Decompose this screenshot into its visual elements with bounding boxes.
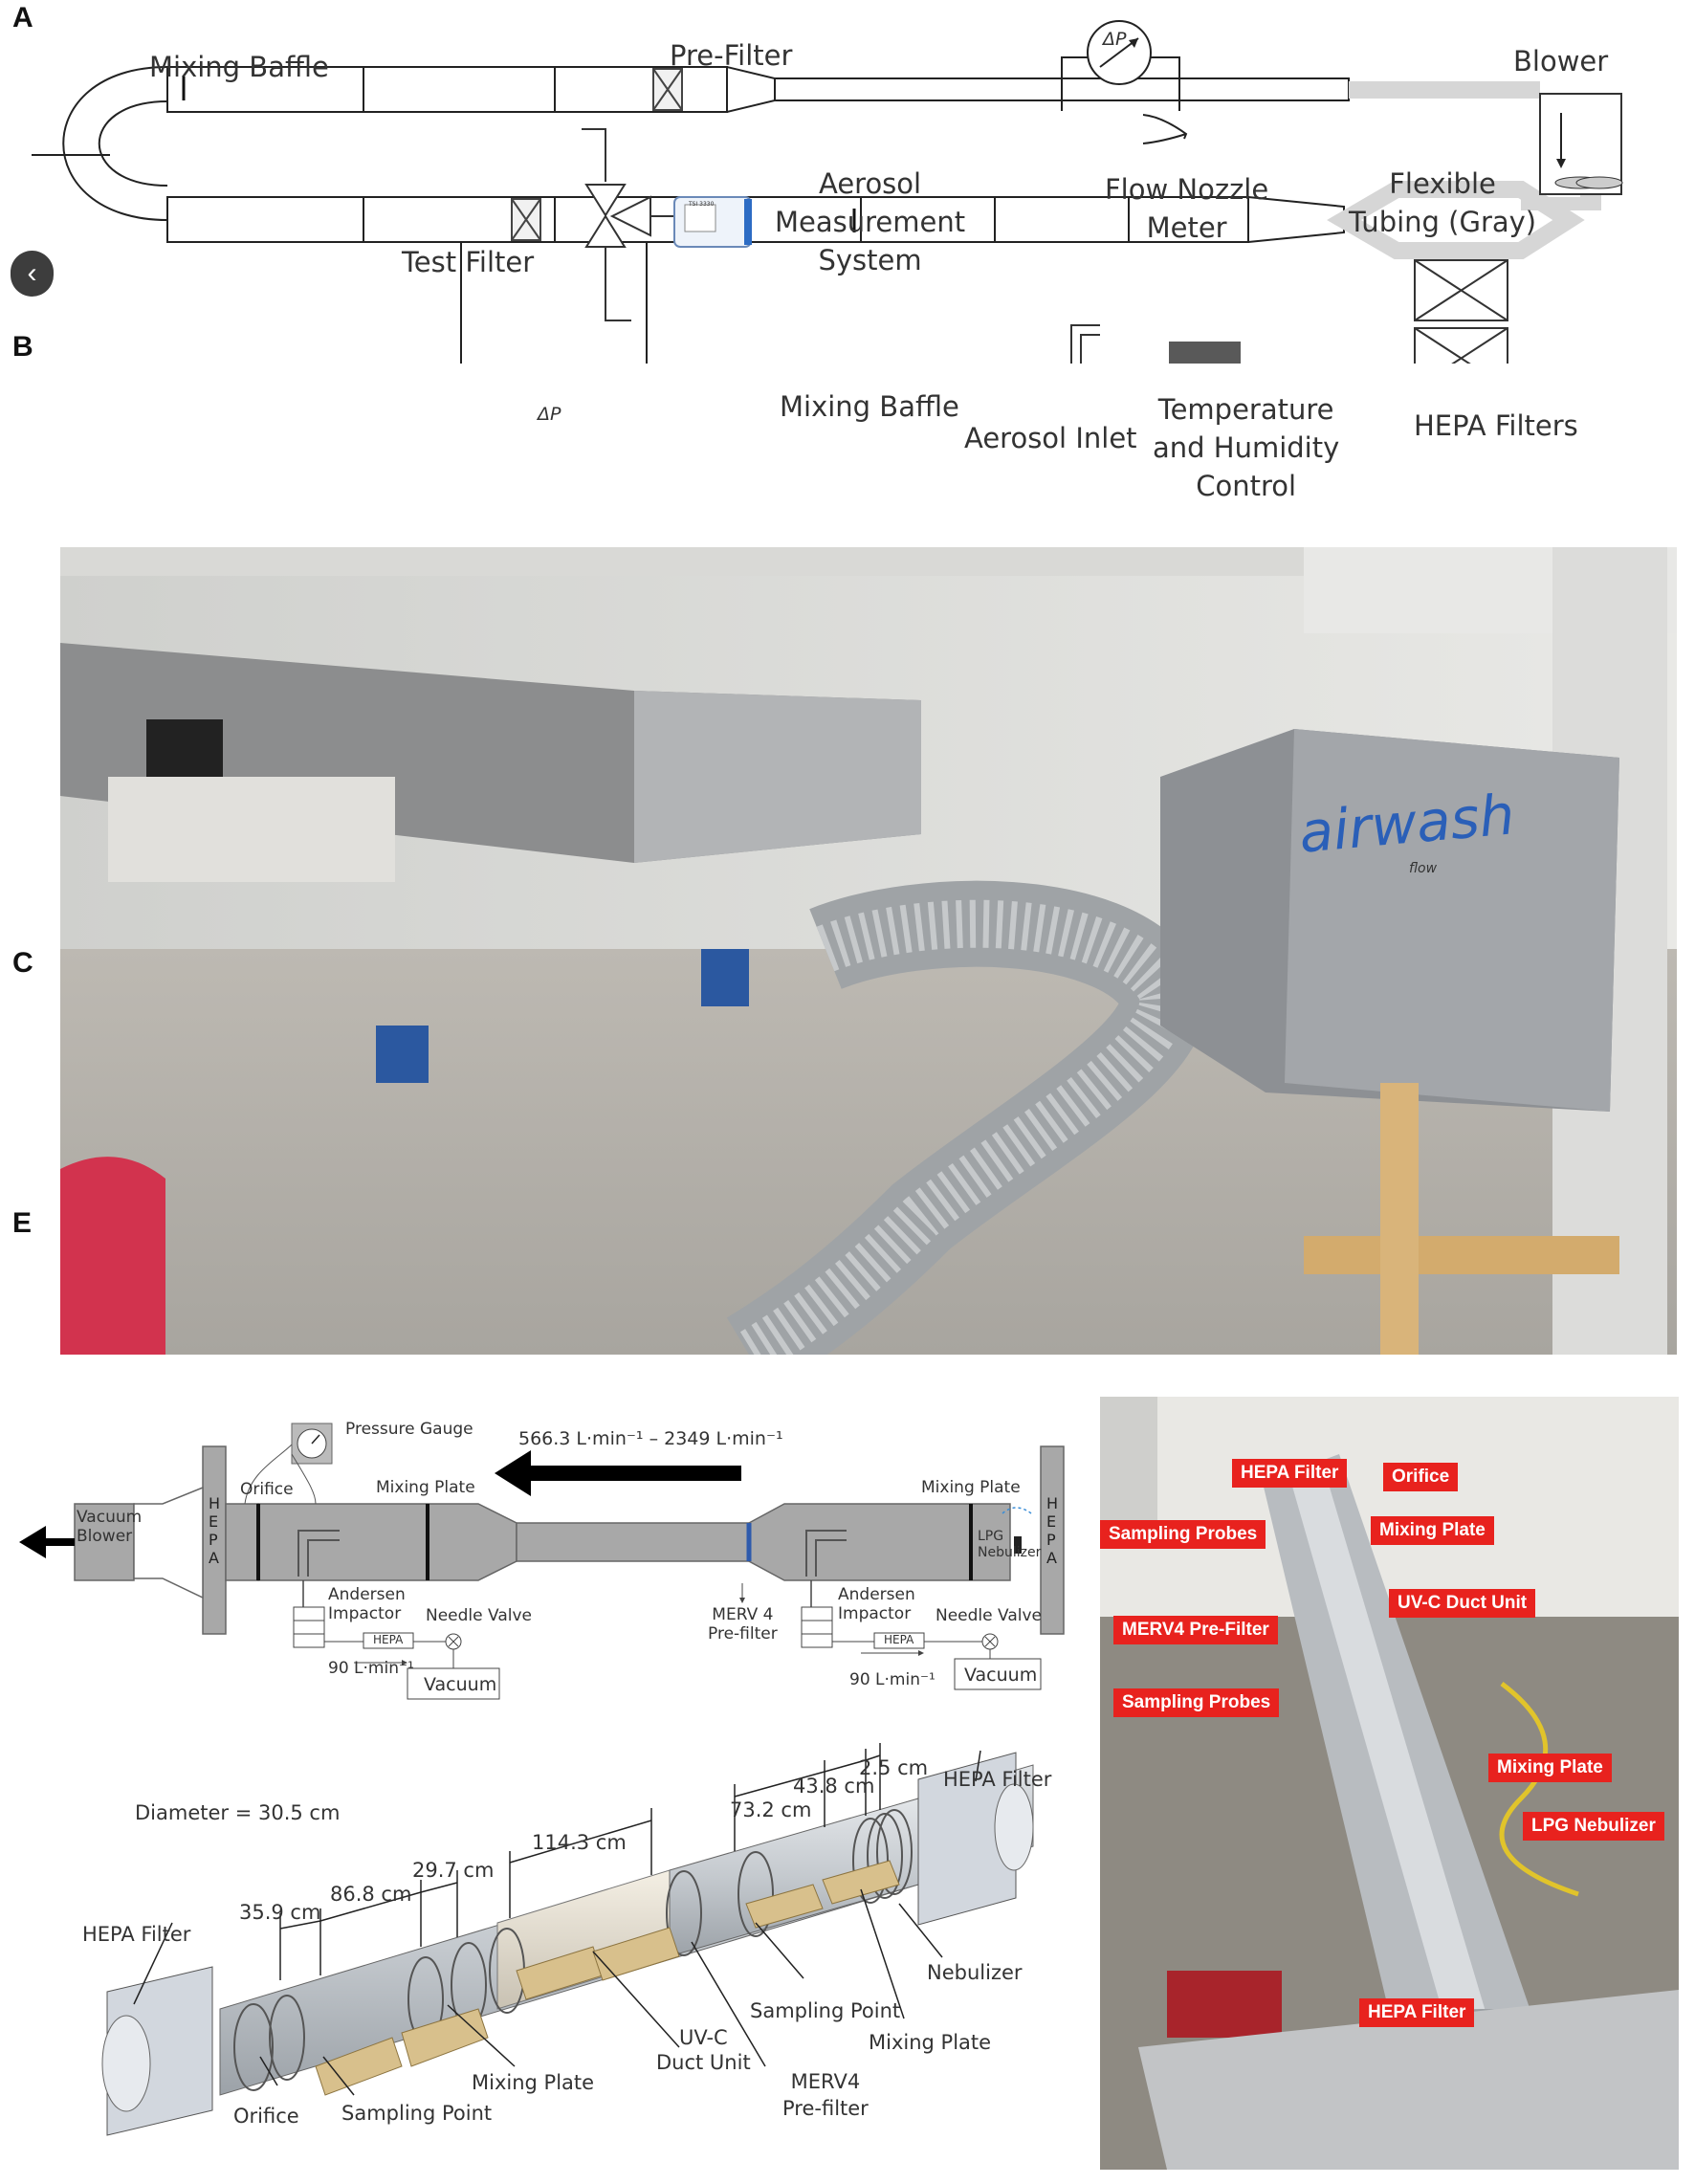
label-sample-flow-right: 90 L·min⁻¹ (849, 1670, 936, 1689)
label-dim-35-9: 35.9 cm (239, 1901, 321, 1924)
label-aerosol-inlet: Aerosol Inlet (964, 422, 1137, 454)
label-nebulizer: Nebulizer (927, 1961, 1023, 1984)
label-hepa-small-right: HEPA (884, 1633, 914, 1646)
label-test-filter: Test Filter (402, 246, 535, 278)
panel-label-a: A (12, 2, 33, 33)
label-pressure-gauge: Pressure Gauge (345, 1420, 473, 1439)
label-delta-p-bottom: ΔP (538, 404, 561, 425)
label-hepa-right-e: HEPA Filter (943, 1768, 1052, 1791)
tag-sampling-probes-bottom: Sampling Probes (1113, 1688, 1280, 1717)
label-mixing-baffle-top: Mixing Baffle (149, 51, 329, 83)
tag-sampling-probes-top: Sampling Probes (1100, 1520, 1266, 1549)
label-vacuum-right: Vacuum (964, 1665, 1038, 1686)
lab-photo: airwash flow (60, 547, 1677, 1355)
panel-label-c: C (12, 947, 33, 979)
label-mixing-plate-left-e: Mixing Plate (472, 2071, 595, 2094)
label-needle-valve-right: Needle Valve (936, 1606, 1042, 1625)
tag-lpg-nebulizer: LPG Nebulizer (1523, 1812, 1664, 1841)
label-mixing-plate-left-c: Mixing Plate (376, 1478, 475, 1497)
label-orifice-e: Orifice (233, 2105, 299, 2128)
tag-mixing-plate-bottom: Mixing Plate (1488, 1754, 1612, 1782)
label-dim-2-5: 2.5 cm (859, 1756, 929, 1779)
label-hepa-small-left: HEPA (373, 1633, 404, 1646)
monitor-brand: TSI 3330 (689, 201, 715, 208)
tag-orifice: Orifice (1383, 1463, 1459, 1491)
airwash-sub: flow (1409, 861, 1438, 876)
label-flow-rate: 566.3 L·min⁻¹ – 2349 L·min⁻¹ (518, 1428, 783, 1449)
label-mixing-plate-right-c: Mixing Plate (921, 1478, 1021, 1497)
tag-hepa-filter-top: HEPA Filter (1232, 1459, 1348, 1488)
label-orifice-c: Orifice (240, 1480, 294, 1499)
label-diameter: Diameter = 30.5 cm (135, 1801, 341, 1824)
panel-label-e: E (12, 1207, 33, 1239)
label-dim-29-7: 29.7 cm (412, 1859, 495, 1882)
label-hepa-filters: HEPA Filters (1414, 409, 1578, 442)
label-dim-114-3: 114.3 cm (532, 1831, 627, 1854)
label-delta-p-top: ΔP (1103, 29, 1127, 50)
label-sampling-point-left: Sampling Point (341, 2102, 493, 2125)
duct-photo: HEPA Filter Orifice Sampling Probes Mixi… (1100, 1397, 1679, 2170)
label-dim-86-8: 86.8 cm (330, 1883, 412, 1906)
tag-mixing-plate-top: Mixing Plate (1371, 1516, 1494, 1545)
tag-uvc-duct-unit: UV-C Duct Unit (1389, 1589, 1536, 1618)
chevron-left-icon: ‹ (27, 257, 37, 289)
label-vacuum-left: Vacuum (424, 1674, 497, 1695)
label-dim-73-2: 73.2 cm (730, 1798, 812, 1821)
label-blower: Blower (1513, 45, 1609, 77)
label-sampling-point-right: Sampling Point (750, 1999, 901, 2022)
label-mixing-baffle-bottom: Mixing Baffle (780, 390, 959, 423)
label-hepa-left-e: HEPA Filter (82, 1923, 191, 1946)
label-pre-filter: Pre-Filter (670, 39, 793, 72)
label-dim-43-8: 43.8 cm (793, 1775, 875, 1798)
label-sample-flow-left: 90 L·min⁻¹ (328, 1659, 414, 1678)
panel-label-b: B (12, 331, 33, 363)
label-needle-valve-left: Needle Valve (426, 1606, 532, 1625)
label-mixing-plate-right-e: Mixing Plate (869, 2031, 992, 2054)
wind-tunnel-schematic (32, 20, 1623, 364)
tag-merv4-prefilter: MERV4 Pre-Filter (1113, 1616, 1278, 1644)
back-button[interactable]: ‹ (11, 251, 54, 297)
tag-hepa-filter-bottom: HEPA Filter (1359, 1998, 1475, 2027)
